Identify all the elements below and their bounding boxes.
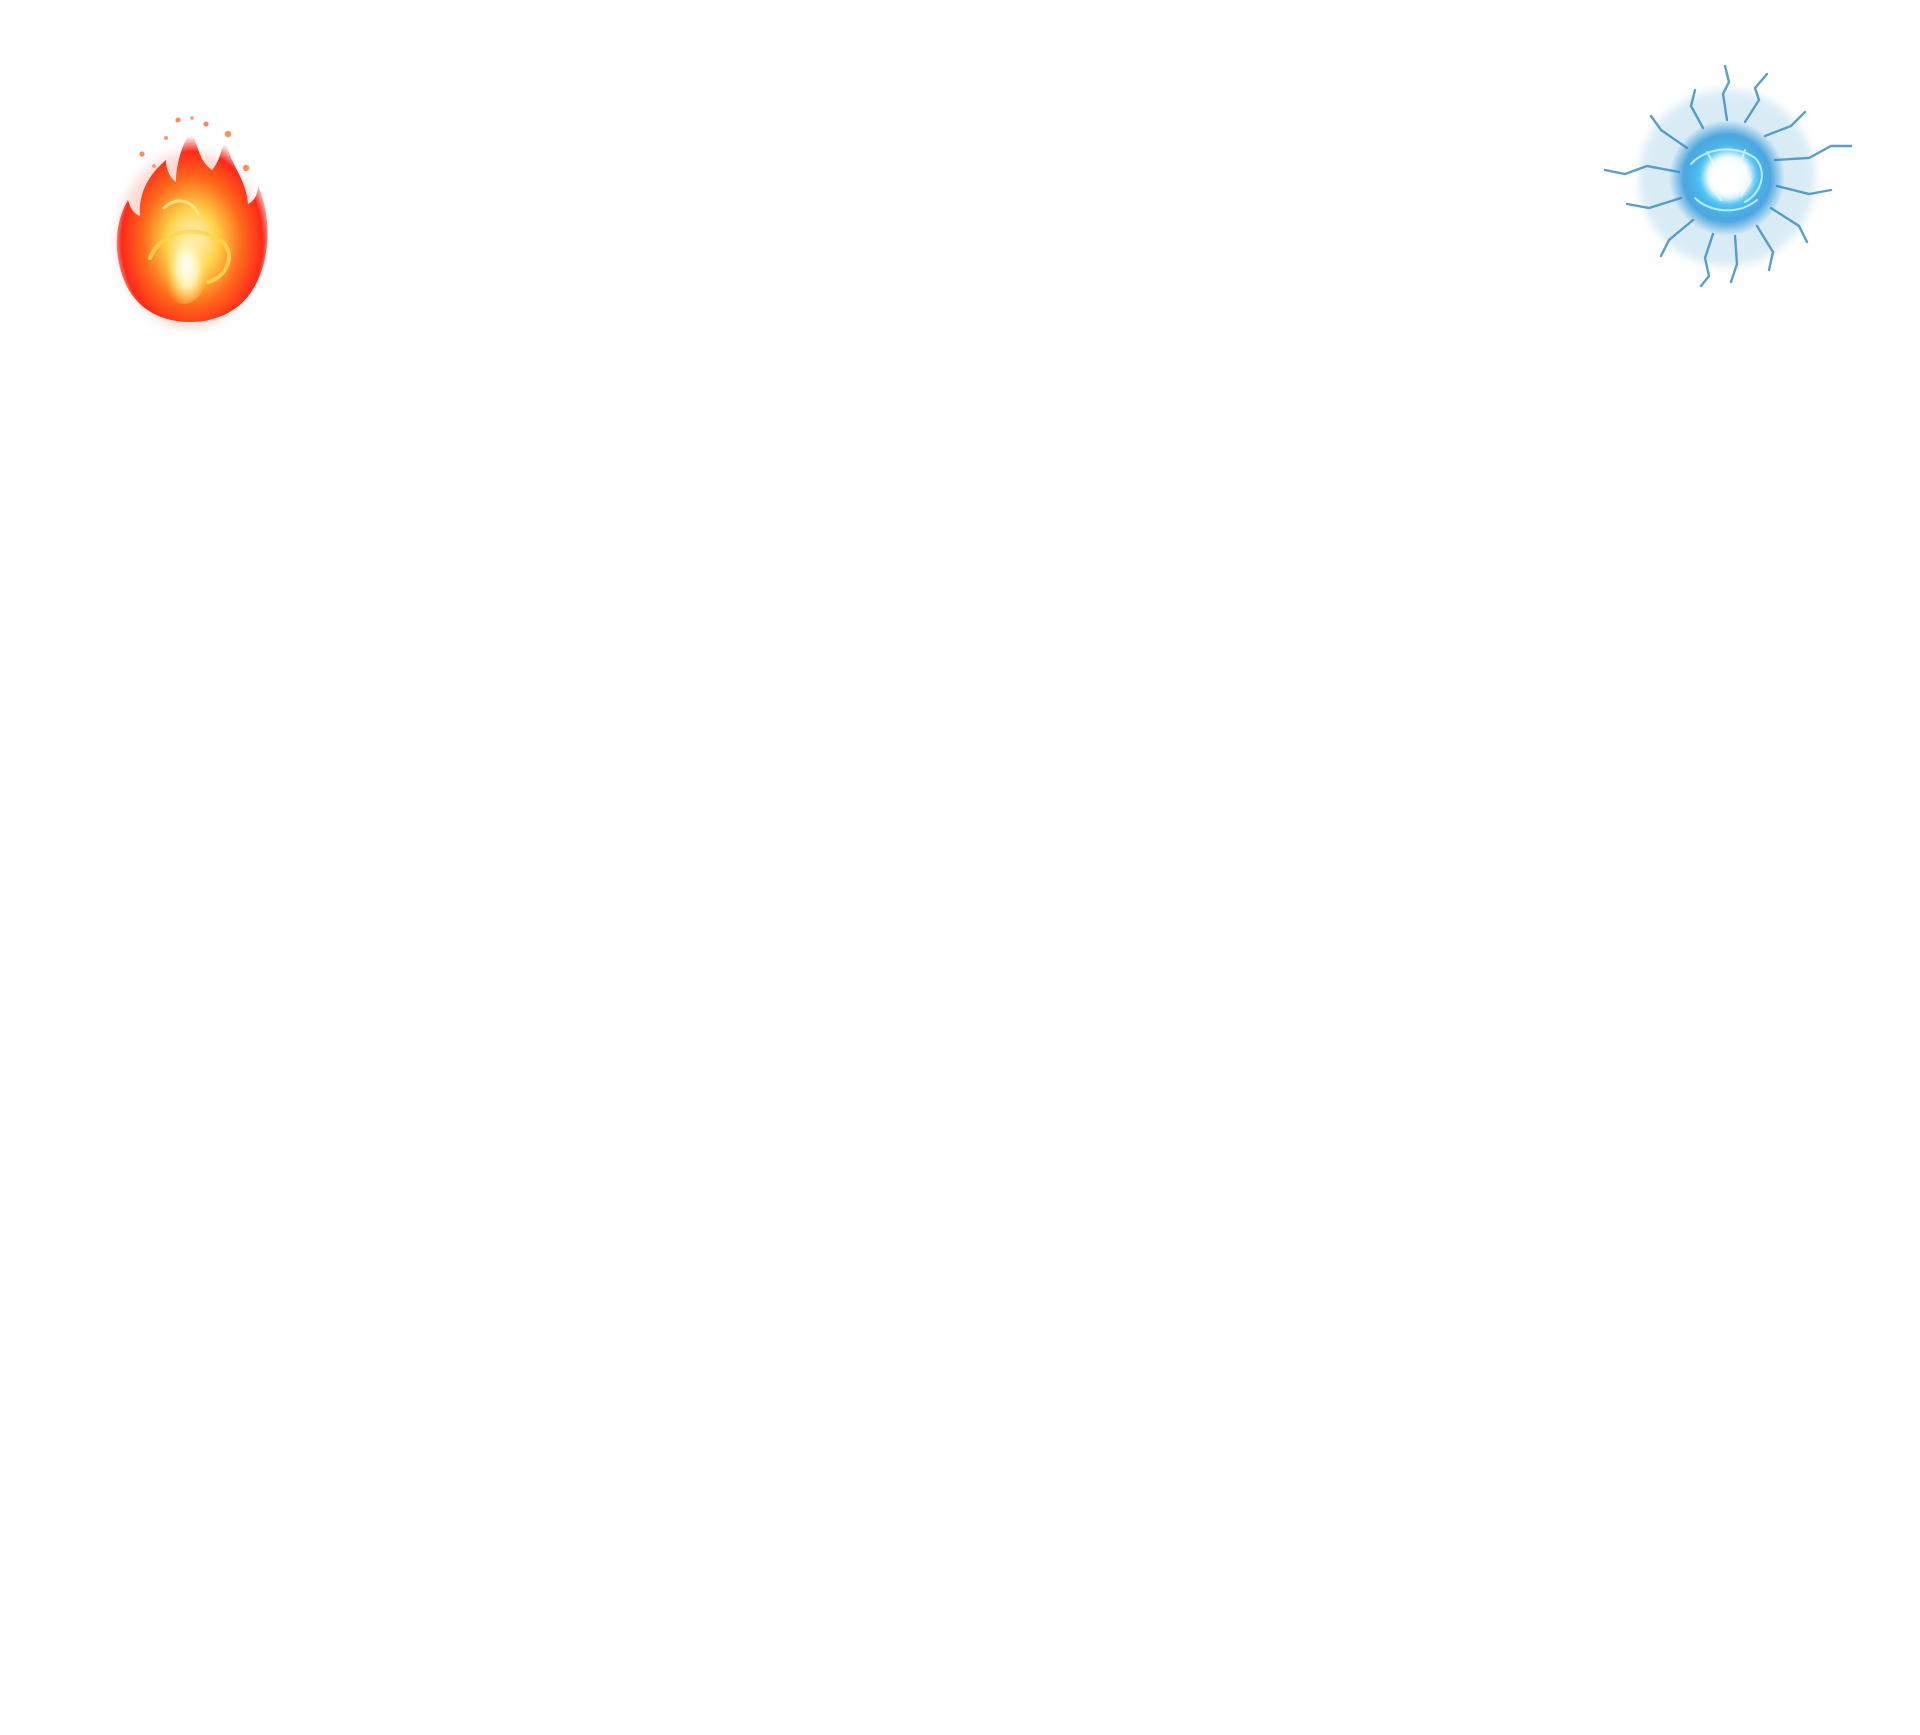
lightning-orb-icon bbox=[1595, 60, 1860, 295]
fireball-icon bbox=[80, 108, 300, 330]
